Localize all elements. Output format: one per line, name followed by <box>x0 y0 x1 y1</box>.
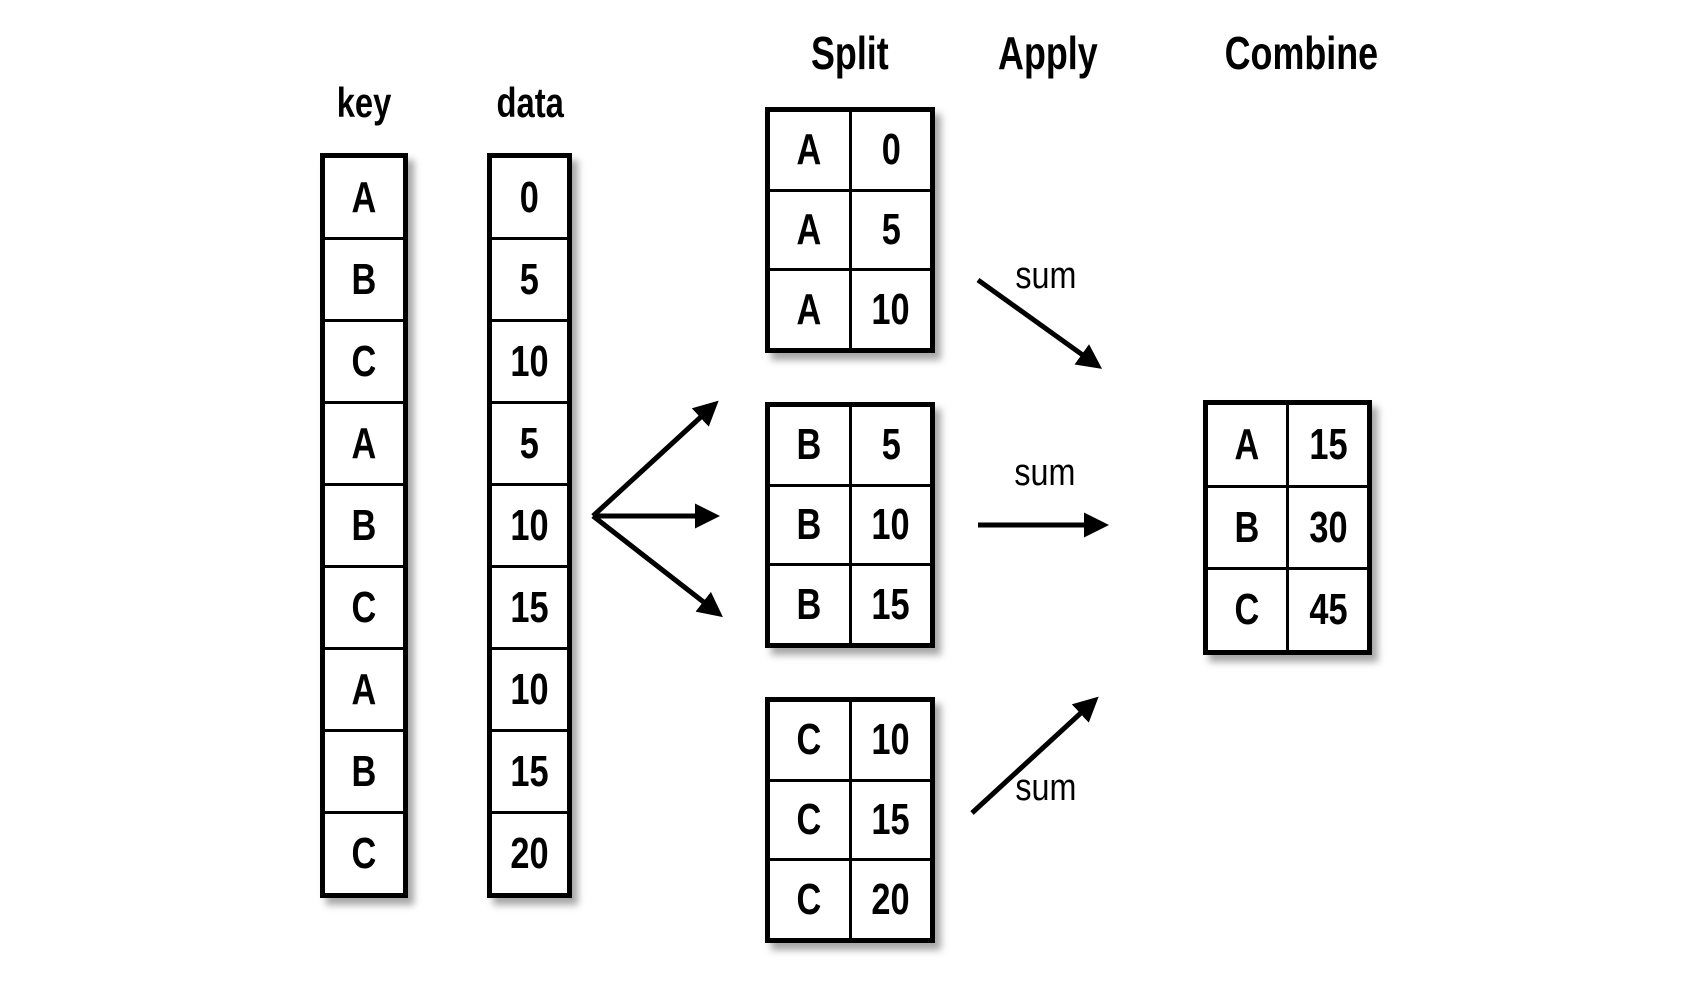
table-row: C <box>325 565 403 647</box>
table-row: 10 <box>492 319 567 401</box>
table-row: 0 <box>519 172 540 222</box>
split-table-group-b: B 5 B 10 B 15 <box>765 402 935 648</box>
sum-label-a: sum <box>1015 255 1077 297</box>
combine-table: A 15 B 30 C 45 <box>1203 400 1372 655</box>
table-row: C 45 <box>1208 567 1367 651</box>
split-stage-header: Split <box>811 27 889 79</box>
table-row: A 10 <box>770 268 930 349</box>
table-row: B 10 <box>770 483 930 564</box>
table-row: B 5 <box>770 407 930 484</box>
table-row: B <box>325 729 403 811</box>
table-row: C 15 <box>770 778 930 859</box>
key-table: A B C A B C A B C <box>320 153 408 898</box>
table-row: 15 <box>492 729 567 811</box>
split-fan-arrow-bottom-icon <box>591 514 723 618</box>
table-row: A <box>325 401 403 483</box>
sum-label-b: sum <box>1014 452 1076 494</box>
table-row: 10 <box>492 647 567 729</box>
table-row: B <box>325 237 403 319</box>
key-column-header: key <box>336 79 392 126</box>
table-row: B <box>325 483 403 565</box>
table-row: A 15 <box>1208 405 1367 485</box>
split-table-group-a: A 0 A 5 A 10 <box>765 107 935 353</box>
table-row: A <box>351 172 377 222</box>
table-row: B 15 <box>770 563 930 644</box>
table-row: C <box>325 319 403 401</box>
table-row: B 30 <box>1208 484 1367 568</box>
table-row: C 10 <box>770 702 930 779</box>
data-table: 0 5 10 5 10 15 10 15 20 <box>487 153 572 898</box>
table-row: 10 <box>492 483 567 565</box>
apply-stage-header: Apply <box>998 27 1098 79</box>
table-row: C 20 <box>770 858 930 939</box>
table-row: 5 <box>492 401 567 483</box>
table-row: A 0 <box>770 112 930 189</box>
table-row: 5 <box>492 237 567 319</box>
split-table-group-c: C 10 C 15 C 20 <box>765 697 935 943</box>
data-column-header: data <box>496 79 564 126</box>
table-row: A <box>325 647 403 729</box>
sum-label-c: sum <box>1015 767 1077 809</box>
table-row: A 5 <box>770 188 930 269</box>
table-row: 15 <box>492 565 567 647</box>
table-row: 20 <box>492 811 567 893</box>
table-row: C <box>325 811 403 893</box>
combine-stage-header: Combine <box>1224 27 1379 79</box>
split-fan-arrow-top-icon <box>591 400 719 518</box>
